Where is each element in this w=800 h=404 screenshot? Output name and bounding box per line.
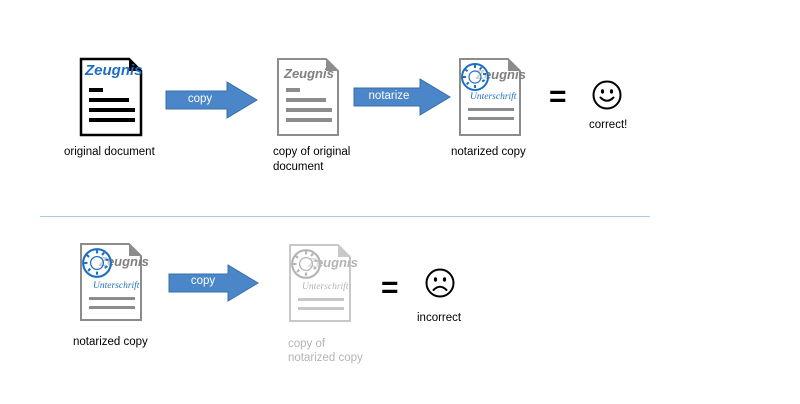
equals-sign-2: = <box>381 271 399 304</box>
original-document-label: original document <box>64 146 155 158</box>
result-correct-label: correct! <box>589 119 628 131</box>
equals-sign: = <box>549 80 567 113</box>
notarized-copy-label: notarized copy <box>451 146 526 158</box>
stamp-icon <box>461 63 489 91</box>
signature: Unterschrift <box>302 282 349 292</box>
copy-arrow-2: copy <box>168 264 259 302</box>
signature: Unterschrift <box>470 92 517 102</box>
copy-arrow-2-label: copy <box>190 275 216 287</box>
copy-document: Zeugnis <box>276 57 340 137</box>
signature: Unterschrift <box>93 281 140 291</box>
stamp-icon <box>291 249 321 279</box>
notarize-arrow-label: notarize <box>368 90 410 102</box>
notarize-arrow: notarize <box>353 78 451 116</box>
copy-arrow-label: copy <box>187 93 213 105</box>
copy-document-label-line2: document <box>273 161 324 173</box>
document-title: Zeugnis <box>85 62 143 79</box>
notarized-copy-label-2: notarized copy <box>73 336 148 348</box>
frown-icon <box>425 268 455 303</box>
stamp-icon <box>82 248 112 278</box>
notarized-copy-document: Zeugnis Unterschrift <box>458 57 526 137</box>
row-divider <box>40 216 650 217</box>
copy-of-notarized-label-line1: copy of <box>288 338 326 350</box>
copy-of-notarized-document: Zeugnis Unterschrift <box>288 243 358 323</box>
original-document: Zeugnis <box>79 57 143 137</box>
notarized-copy-document-2: Zeugnis Unterschrift <box>79 242 149 322</box>
copy-of-notarized-label-line2: notarized copy <box>288 352 363 364</box>
document-title: Zeugnis <box>284 66 334 81</box>
copy-document-label-line1: copy of original <box>273 146 351 158</box>
result-incorrect-label: incorrect <box>417 312 462 324</box>
smiley-icon <box>592 80 622 115</box>
copy-arrow: copy <box>165 81 258 119</box>
